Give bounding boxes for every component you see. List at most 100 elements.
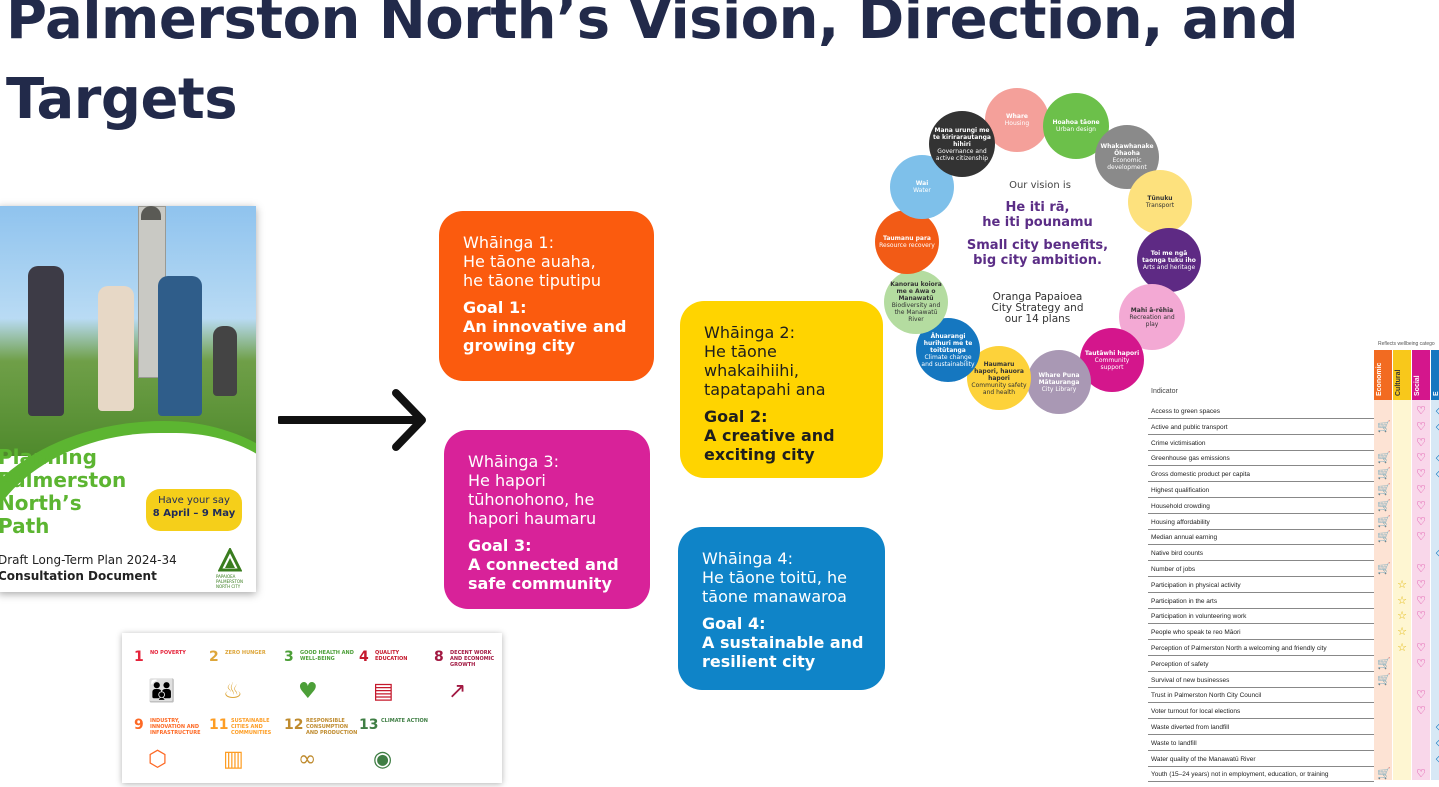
table-row: Crime victimisation [1148,436,1374,451]
growth-chart-icon: ↗ [448,679,467,704]
star-icon: ☆ [1397,626,1407,639]
heart-icon: ♡ [1416,563,1426,575]
category-label: Economic [1376,362,1383,396]
bowl-icon: ♨ [223,679,243,704]
table-row: Housing affordability [1148,515,1374,530]
plan-english-name: Arts and heritage [1142,263,1196,271]
diamond-icon: ◇ [1434,468,1439,480]
table-row: Participation in the arts [1148,594,1374,609]
diamond-icon: ◇ [1434,721,1439,733]
title-line-2: Targets [6,67,238,132]
plan-english-name: Urban design [1056,126,1096,133]
plan-english-name: Climate change and sustainability [921,353,975,368]
cart-icon: 🛒 [1377,484,1391,496]
diamond-icon: ◇ [1434,753,1439,765]
plan-english-name: Housing [1004,120,1030,127]
plan-maori-name: Tūnuku [1147,195,1173,202]
sdg-number: 2 [209,649,219,665]
plan-maori-name: Āhuarangi hurihuri me te toitūtanga [923,332,973,354]
sdg-number: 1 [134,649,144,665]
cart-icon: 🛒 [1377,531,1391,544]
table-row: Household crowding [1148,499,1374,514]
cubes-icon: ⬡ [148,747,168,772]
have-your-say-badge: Have your say 8 April – 9 May [146,489,242,531]
table-row: Participation in volunteering work [1148,609,1374,625]
plan-maori-name: Toi me ngā taonga tuku iho [1142,249,1196,264]
category-header: Economic [1374,350,1392,400]
table-row: Waste diverted from landfill [1148,720,1374,735]
plan-english-name: Water [913,187,931,194]
star-icon: ☆ [1397,642,1407,654]
plan-english-name: City Library [1041,385,1077,393]
category-column-social: Social [1412,350,1430,780]
family-icon: 👪 [148,679,176,704]
table-category-note: Reflects wellbeing catego [1378,341,1435,347]
consultation-document-cover: Planning Palmerston North’s Path Have yo… [0,206,256,592]
cart-icon: 🛒 [1377,468,1391,481]
plan-maori-name: Whare [1006,113,1028,120]
plan-maori-name: Whakawhanake Ōhaoha [1100,143,1154,157]
cart-icon: 🛒 [1377,657,1391,670]
title-line-1: Palmerston North’s Vision, Direction, an… [6,0,1299,52]
cart-icon: 🛒 [1377,499,1391,512]
sdg-label: DECENT WORK AND ECONOMIC GROWTH [450,650,495,668]
sdg-number: 9 [134,717,144,733]
star-icon: ☆ [1397,578,1407,591]
category-header: Social [1412,350,1430,400]
plan-english-name: Biodiversity and the Manawatū River [891,302,941,323]
heart-icon: ♡ [1416,531,1426,544]
goal-1-card: Whāinga 1:He tāone auaha,he tāone tiputi… [439,211,654,381]
table-row: Perception of Palmerston North a welcomi… [1148,641,1374,656]
heart-icon: ♡ [1416,484,1426,496]
cart-icon: 🛒 [1377,515,1391,528]
plan-maori-name: Kanorau koiora me e Awa o Manawatū [890,281,942,302]
plan-english-name: Community support [1094,356,1130,371]
child-figure [158,276,202,416]
category-label: Social [1414,375,1421,396]
table-row: Active and public transport [1148,420,1374,435]
heart-icon: ♡ [1416,642,1426,654]
heart-icon: ♡ [1416,689,1426,702]
sdg-label: ZERO HUNGER [225,650,266,656]
vision-english: Small city benefits,big city ambition. [966,238,1109,268]
table-row: Voter turnout for local elections [1148,704,1374,720]
sdg-number: 13 [359,717,379,733]
city-icon: ▥ [223,747,244,772]
cart-icon: 🛒 [1377,452,1391,465]
plan-maori-name: Taumanu para [883,235,931,242]
eye-globe-icon: ◉ [373,747,393,772]
diamond-icon: ◇ [1434,405,1439,417]
heart-icon: ♡ [1416,405,1426,417]
sdg-number: 12 [284,717,304,733]
infinity-icon: ∞ [298,747,317,772]
cover-subtitle: Draft Long-Term Plan 2024-34 Consultatio… [0,553,177,583]
plan-maori-name: Hoahoa tāone [1052,119,1100,126]
council-logo-icon [218,548,242,572]
plan-maori-name: Haumaru hapori, hauora hapori [974,360,1024,382]
table-row: Median annual earning [1148,530,1374,546]
sdg-number: 4 [359,649,369,665]
cart-icon: 🛒 [1377,420,1391,433]
heart-icon: ♡ [1416,515,1426,528]
wellbeing-indicator-table: Reflects wellbeing catego Indicator Econ… [1148,340,1439,783]
sdg-label: QUALITY EDUCATION [375,650,408,662]
heart-icon: ♡ [1416,436,1426,449]
table-row: Native bird counts [1148,546,1374,562]
table-row: Survival of new businesses [1148,673,1374,688]
sdg-number: 11 [209,717,229,733]
